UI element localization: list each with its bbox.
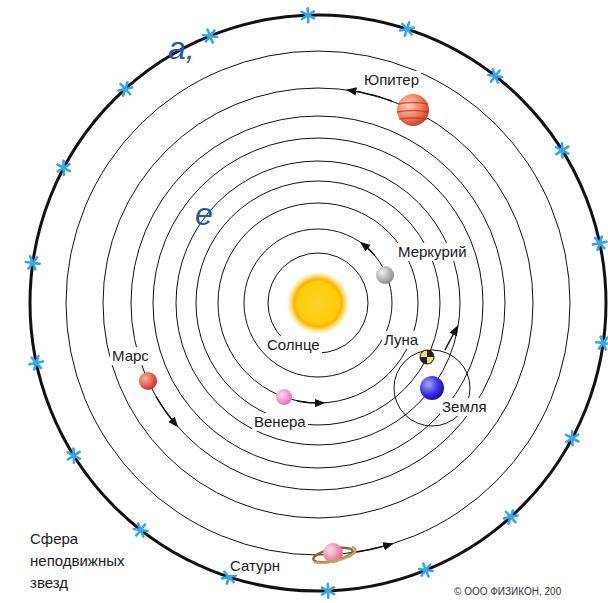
star — [55, 159, 73, 176]
orbit — [153, 138, 483, 468]
fixed-stars — [25, 8, 608, 598]
star — [486, 67, 504, 85]
star — [553, 142, 571, 160]
star — [595, 336, 608, 350]
slide-text-fragment: е — [193, 196, 215, 232]
motion-arrows — [156, 90, 457, 552]
motion-arrow — [156, 397, 177, 426]
planet-label: Меркурий — [396, 243, 469, 261]
moon — [420, 350, 434, 364]
motion-arrow — [445, 327, 457, 350]
orbit — [66, 51, 570, 555]
star — [302, 8, 315, 22]
sun — [296, 281, 340, 325]
star — [418, 561, 434, 579]
star — [502, 508, 520, 527]
slide-text-fragment: а, — [166, 30, 197, 66]
orbits — [66, 51, 570, 555]
mercury — [376, 266, 394, 284]
planet-label: Венера — [252, 413, 308, 431]
star — [202, 27, 218, 45]
motion-arrow — [297, 401, 323, 403]
planet-label: Земля — [440, 398, 489, 416]
star — [563, 430, 581, 447]
motion-arrow — [348, 90, 392, 101]
orbit — [218, 203, 418, 403]
star — [65, 447, 83, 465]
planet-label: Сатурн — [228, 557, 282, 575]
orbit — [244, 229, 392, 377]
sphere-label: Сфера неподвижных звезд — [28, 528, 132, 594]
earth — [420, 376, 444, 400]
copyright-note: © ООО ФИЗИКОН, 200 — [452, 586, 563, 598]
orbit — [131, 116, 505, 490]
star — [592, 236, 608, 251]
orbit — [103, 88, 533, 518]
star — [322, 584, 335, 598]
moon-label: Луна — [382, 331, 420, 349]
planet-label: Марс — [110, 347, 151, 365]
motion-arrow — [353, 544, 392, 553]
star — [25, 256, 41, 270]
sun-label: Солнце — [265, 336, 322, 354]
orbit — [176, 161, 460, 445]
star — [132, 521, 150, 539]
sun-glow — [286, 271, 350, 335]
sphere-of-fixed-stars — [30, 15, 606, 591]
star — [399, 21, 415, 38]
star — [116, 80, 134, 99]
motion-arrow — [361, 243, 374, 255]
orbit — [196, 181, 440, 425]
mars — [139, 372, 157, 390]
star — [28, 355, 44, 370]
jupiter — [397, 94, 429, 126]
saturn — [312, 543, 357, 565]
planet-label: Юпитер — [362, 71, 421, 89]
venus — [276, 389, 292, 405]
